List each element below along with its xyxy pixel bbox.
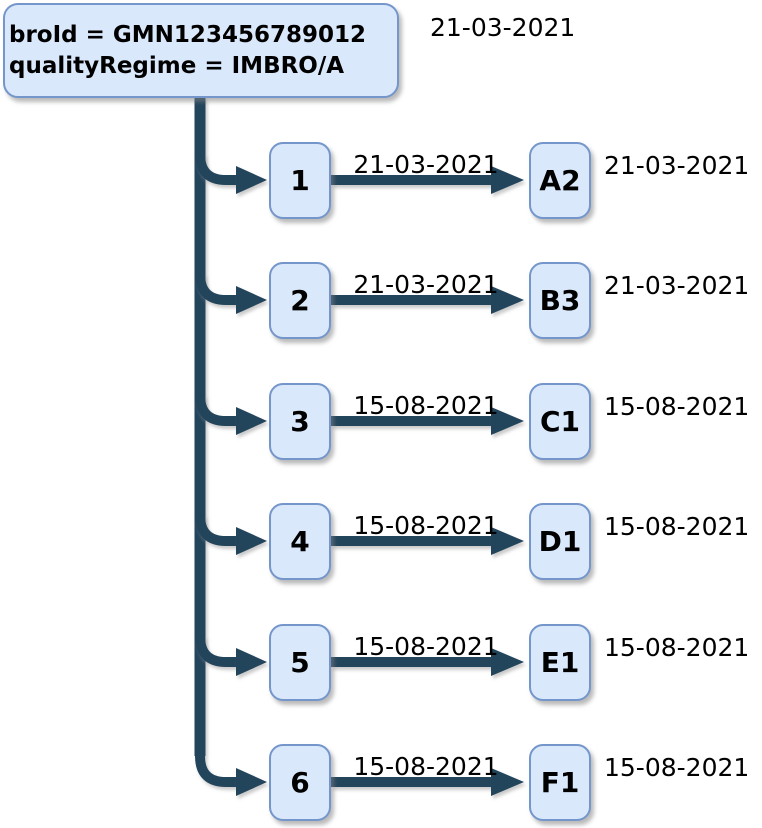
target-node-label: E1 [541,646,580,679]
root-node-line2: qualityRegime = IMBRO/A [9,53,344,79]
branch-line [195,755,237,787]
branch-line [195,273,237,305]
branch-arrowhead-icon [236,166,267,194]
branch-arrowhead-icon [236,527,267,555]
target-node-label: F1 [541,766,580,799]
branch-line [195,394,237,426]
tree-row: 5 E1 15-08-2021 15-08-2021 [195,624,749,701]
edge-date-label: 21-03-2021 [353,150,498,179]
edge-arrowhead-icon [491,407,524,435]
target-node-box [529,744,591,821]
target-date-label: 15-08-2021 [604,512,749,541]
root-node: broId = GMN123456789012 qualityRegime = … [3,3,575,98]
target-node-label: D1 [539,525,582,558]
branch-line [195,635,237,667]
root-node-box [3,3,399,98]
source-node-box [269,624,331,701]
target-date-label: 21-03-2021 [604,271,749,300]
edge-arrowhead-icon [491,527,524,555]
edge-arrowhead-icon [491,648,524,676]
target-date-label: 15-08-2021 [604,753,749,782]
target-node-box [529,142,591,219]
edge-date-label: 15-08-2021 [353,752,498,781]
branch-arrowhead-icon [236,286,267,314]
branch-arrowhead-icon [236,648,267,676]
source-node-box [269,744,331,821]
source-node-label: 3 [290,405,309,438]
edge-arrowhead-icon [491,768,524,796]
edge-arrowhead-icon [491,286,524,314]
source-node-box [269,262,331,339]
edge-arrowhead-icon [491,166,524,194]
source-node-box [269,503,331,580]
target-date-label: 15-08-2021 [604,633,749,662]
tree-row: 1 A2 21-03-2021 21-03-2021 [195,142,749,219]
branch-arrowhead-icon [236,407,267,435]
source-node-label: 1 [290,164,309,197]
edge-date-label: 15-08-2021 [353,391,498,420]
target-node-label: B3 [540,284,581,317]
source-node-box [269,383,331,460]
target-node-box [529,503,591,580]
edge-date-label: 15-08-2021 [353,632,498,661]
tree-row: 4 D1 15-08-2021 15-08-2021 [195,503,749,580]
source-node-label: 4 [290,525,309,558]
source-node-box [269,142,331,219]
edge-date-label: 21-03-2021 [353,270,498,299]
target-node-box [529,262,591,339]
tree-row: 6 F1 15-08-2021 15-08-2021 [195,744,749,821]
target-node-box [529,624,591,701]
target-date-label: 21-03-2021 [604,151,749,180]
tree-row: 2 B3 21-03-2021 21-03-2021 [195,262,749,339]
branch-line [195,153,237,185]
tree-row: 3 C1 15-08-2021 15-08-2021 [195,383,749,460]
root-node-line1: broId = GMN123456789012 [9,22,366,48]
source-node-label: 6 [290,766,309,799]
target-node-label: C1 [540,405,580,438]
target-date-label: 15-08-2021 [604,392,749,421]
target-node-box [529,383,591,460]
branch-line [195,514,237,546]
root-date-label: 21-03-2021 [430,13,575,42]
source-node-label: 2 [290,284,309,317]
edge-date-label: 15-08-2021 [353,511,498,540]
source-node-label: 5 [290,646,309,679]
target-node-label: A2 [539,164,580,197]
branch-arrowhead-icon [236,768,267,796]
